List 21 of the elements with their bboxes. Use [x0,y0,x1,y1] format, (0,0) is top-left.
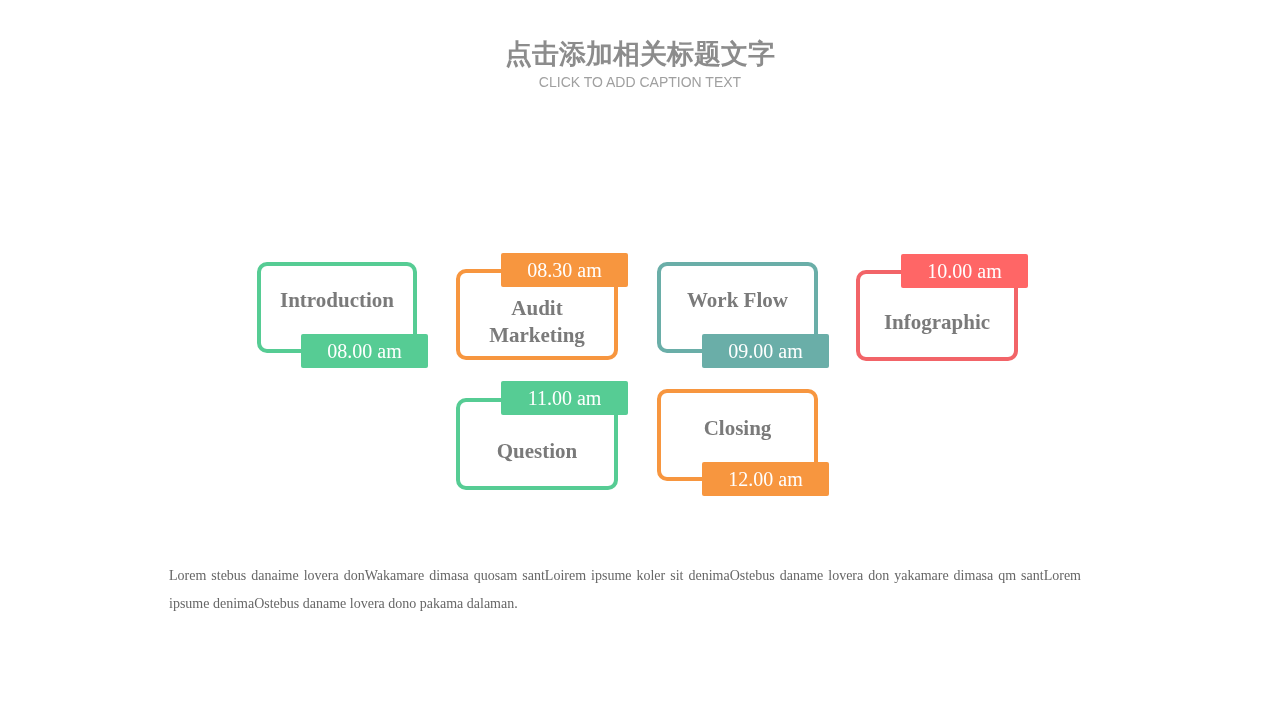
agenda-card [657,389,829,496]
agenda-card [257,262,428,368]
title: 点击添加相关标题文字 [504,37,776,71]
card-title: Audit Marketing [488,294,586,349]
card-title: Work Flow [686,287,789,314]
agenda-card [456,381,628,490]
agenda-card [856,254,1028,361]
time-tag: 08.00 am [301,334,428,368]
time-tag: 08.30 am [501,253,628,287]
card-title: Closing [702,414,773,442]
agenda-card [657,262,829,368]
time-tag: 09.00 am [702,334,829,368]
time-tag: 10.00 am [901,254,1028,288]
body-paragraph: Lorem stebus danaime lovera donWakamare dimasa quosam santLoirem ipsume koler sit denimaOstebus daname lovera don yakamare dimasa qm santLorem ipsume denimaOstebus daname lovera dono pakama dalaman. [169,567,1081,613]
subtitle: CLICK TO ADD CAPTION TEXT [537,74,743,90]
card-title: Infographic [882,309,992,336]
time-tag: 11.00 am [501,381,628,415]
agenda-card [456,253,628,360]
time-tag: 12.00 am [702,462,829,496]
card-title: Introduction [279,287,395,314]
card-title: Question [495,437,579,465]
